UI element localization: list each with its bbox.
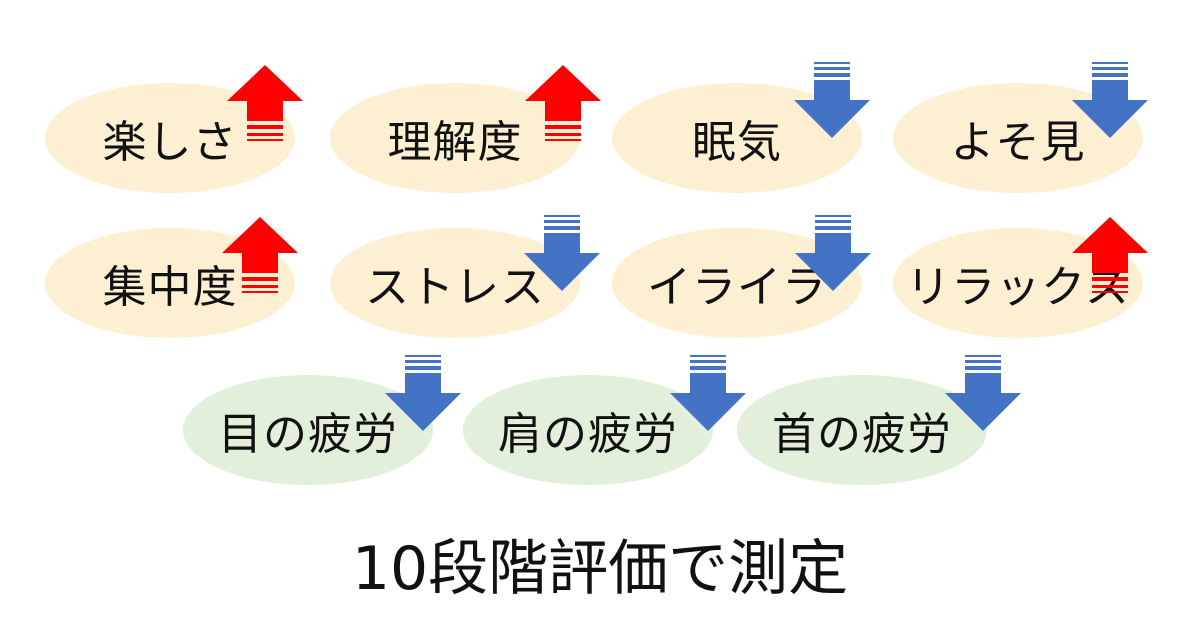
up-arrow-icon	[1072, 217, 1148, 293]
up-arrow-icon	[227, 65, 303, 141]
item-label: リラックス	[906, 262, 1130, 313]
item-label: ストレス	[365, 262, 545, 313]
item-ellipse	[330, 228, 580, 338]
up-arrow-icon	[525, 65, 601, 141]
item-label: 首の疲労	[772, 409, 952, 460]
item-eye-fatigue: 目の疲労	[183, 375, 433, 485]
item-label: 眠気	[692, 117, 782, 168]
item-relax: リラックス	[893, 228, 1143, 338]
down-arrow-icon	[670, 355, 746, 431]
down-arrow-icon	[1072, 62, 1148, 138]
down-arrow-icon	[385, 355, 461, 431]
item-neck-fatigue: 首の疲労	[737, 375, 987, 485]
caption: 10段階評価で測定	[351, 534, 849, 604]
item-label: イライラ	[647, 262, 827, 313]
down-arrow-icon	[945, 355, 1021, 431]
down-arrow-icon	[524, 215, 600, 291]
item-rikaido: 理解度	[330, 83, 580, 193]
item-label: 楽しさ	[102, 117, 238, 168]
down-arrow-icon	[795, 215, 871, 291]
item-nemuke: 眠気	[612, 83, 862, 193]
down-arrow-icon	[794, 62, 870, 138]
item-stress: ストレス	[330, 228, 580, 338]
item-label: よそ見	[950, 117, 1086, 168]
item-label: 集中度	[102, 262, 238, 313]
item-ellipse	[737, 375, 987, 485]
item-ellipse	[330, 83, 580, 193]
up-arrow-icon	[222, 217, 298, 293]
item-label: 理解度	[387, 117, 523, 168]
item-label: 目の疲労	[218, 409, 398, 460]
item-label: 肩の疲労	[498, 409, 678, 460]
